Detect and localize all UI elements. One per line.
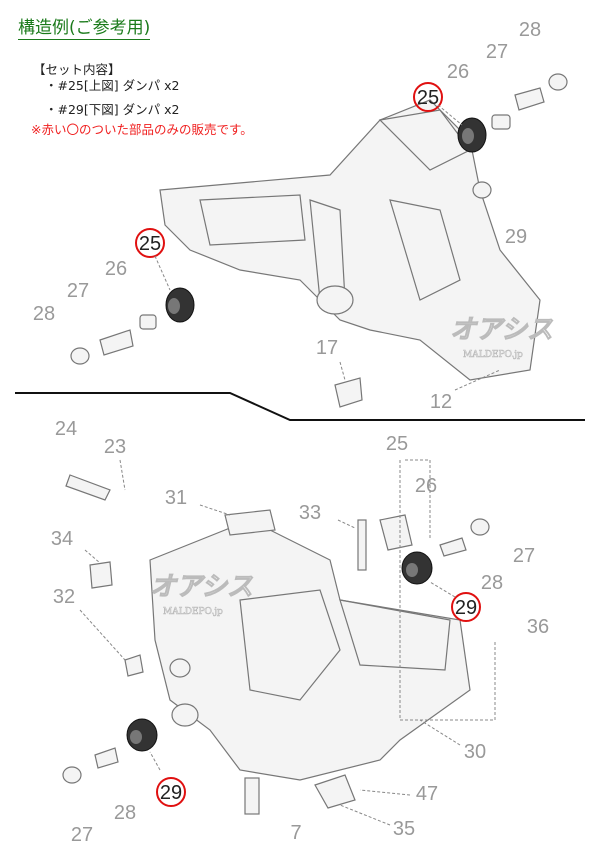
block-part: [89, 561, 113, 589]
label-31: 31: [165, 487, 187, 509]
label-28: 28: [114, 802, 136, 824]
damper-25-upper-left: [165, 287, 195, 323]
sale-note: ※赤い〇のついた部品のみの販売です。: [31, 122, 253, 137]
set-contents-header: 【セット内容】: [33, 62, 121, 77]
label-27: 27: [486, 41, 508, 63]
highlight-circle: [451, 592, 481, 622]
label-26: 26: [447, 61, 469, 83]
label-27: 27: [513, 545, 535, 567]
bolt-part: [124, 654, 144, 677]
page-title: 構造例(ご参考用): [18, 18, 151, 40]
label-24: 24: [55, 418, 77, 440]
label-29: 29: [505, 226, 527, 248]
label-29-highlighted: 29: [455, 597, 477, 619]
label-32: 32: [53, 586, 75, 608]
leader-lines: [154, 104, 501, 391]
label-28: 28: [481, 572, 503, 594]
watermark-logo: オアシス: [150, 572, 253, 602]
bolt-part: [244, 777, 260, 815]
bolt-part: [439, 537, 467, 557]
label-28: 28: [519, 19, 541, 41]
collar-part: [491, 114, 511, 130]
set-item: ・#29[下図] ダンパ x2: [45, 102, 180, 117]
highlight-circle: [156, 777, 186, 807]
screw-part: [357, 519, 367, 571]
label-26: 26: [105, 258, 127, 280]
label-30: 30: [464, 741, 486, 763]
section-divider: [15, 392, 585, 421]
bolt-part: [514, 87, 545, 111]
label-34: 34: [51, 528, 73, 550]
label-25-highlighted: 25: [139, 233, 161, 255]
label-27: 27: [67, 280, 89, 302]
label-23: 23: [104, 436, 126, 458]
label-25-highlighted: 25: [417, 87, 439, 109]
damper-29-lower-left: [126, 718, 158, 752]
label-12: 12: [430, 391, 452, 413]
label-17: 17: [316, 337, 338, 359]
upper-frame: [159, 99, 541, 408]
bolt-part: [94, 747, 119, 769]
watermark-sub: MALDEPO.jp: [463, 350, 523, 360]
label-29-highlighted: 29: [160, 782, 182, 804]
damper-25-upper-right: [457, 117, 487, 153]
label-27: 27: [71, 824, 93, 846]
label-35: 35: [393, 818, 415, 840]
washer-part: [470, 518, 490, 536]
bolt-part: [65, 474, 111, 501]
highlight-circle: [413, 82, 443, 112]
label-28: 28: [33, 303, 55, 325]
highlight-circle: [135, 228, 165, 258]
watermark-logo: オアシス: [450, 315, 553, 345]
label-25: 25: [386, 433, 408, 455]
washer-part: [70, 347, 90, 365]
washer-part: [548, 73, 568, 91]
bolt-part: [99, 329, 134, 356]
lower-crankcase: [149, 509, 471, 809]
collar-part: [139, 314, 157, 330]
label-26: 26: [415, 475, 437, 497]
label-7: 7: [290, 822, 301, 844]
washer-part: [62, 766, 82, 784]
label-36: 36: [527, 616, 549, 638]
label-47: 47: [416, 783, 438, 805]
watermark-sub: MALDEPO.jp: [163, 607, 223, 617]
leader-lines: [79, 459, 496, 826]
damper-29-lower-right: [401, 551, 433, 585]
label-33: 33: [299, 502, 321, 524]
set-contents: 【セット内容】 ・#25[上図] ダンパ x2 ・#29[下図] ダンパ x2: [33, 62, 179, 118]
set-item: ・#25[上図] ダンパ x2: [45, 78, 180, 93]
